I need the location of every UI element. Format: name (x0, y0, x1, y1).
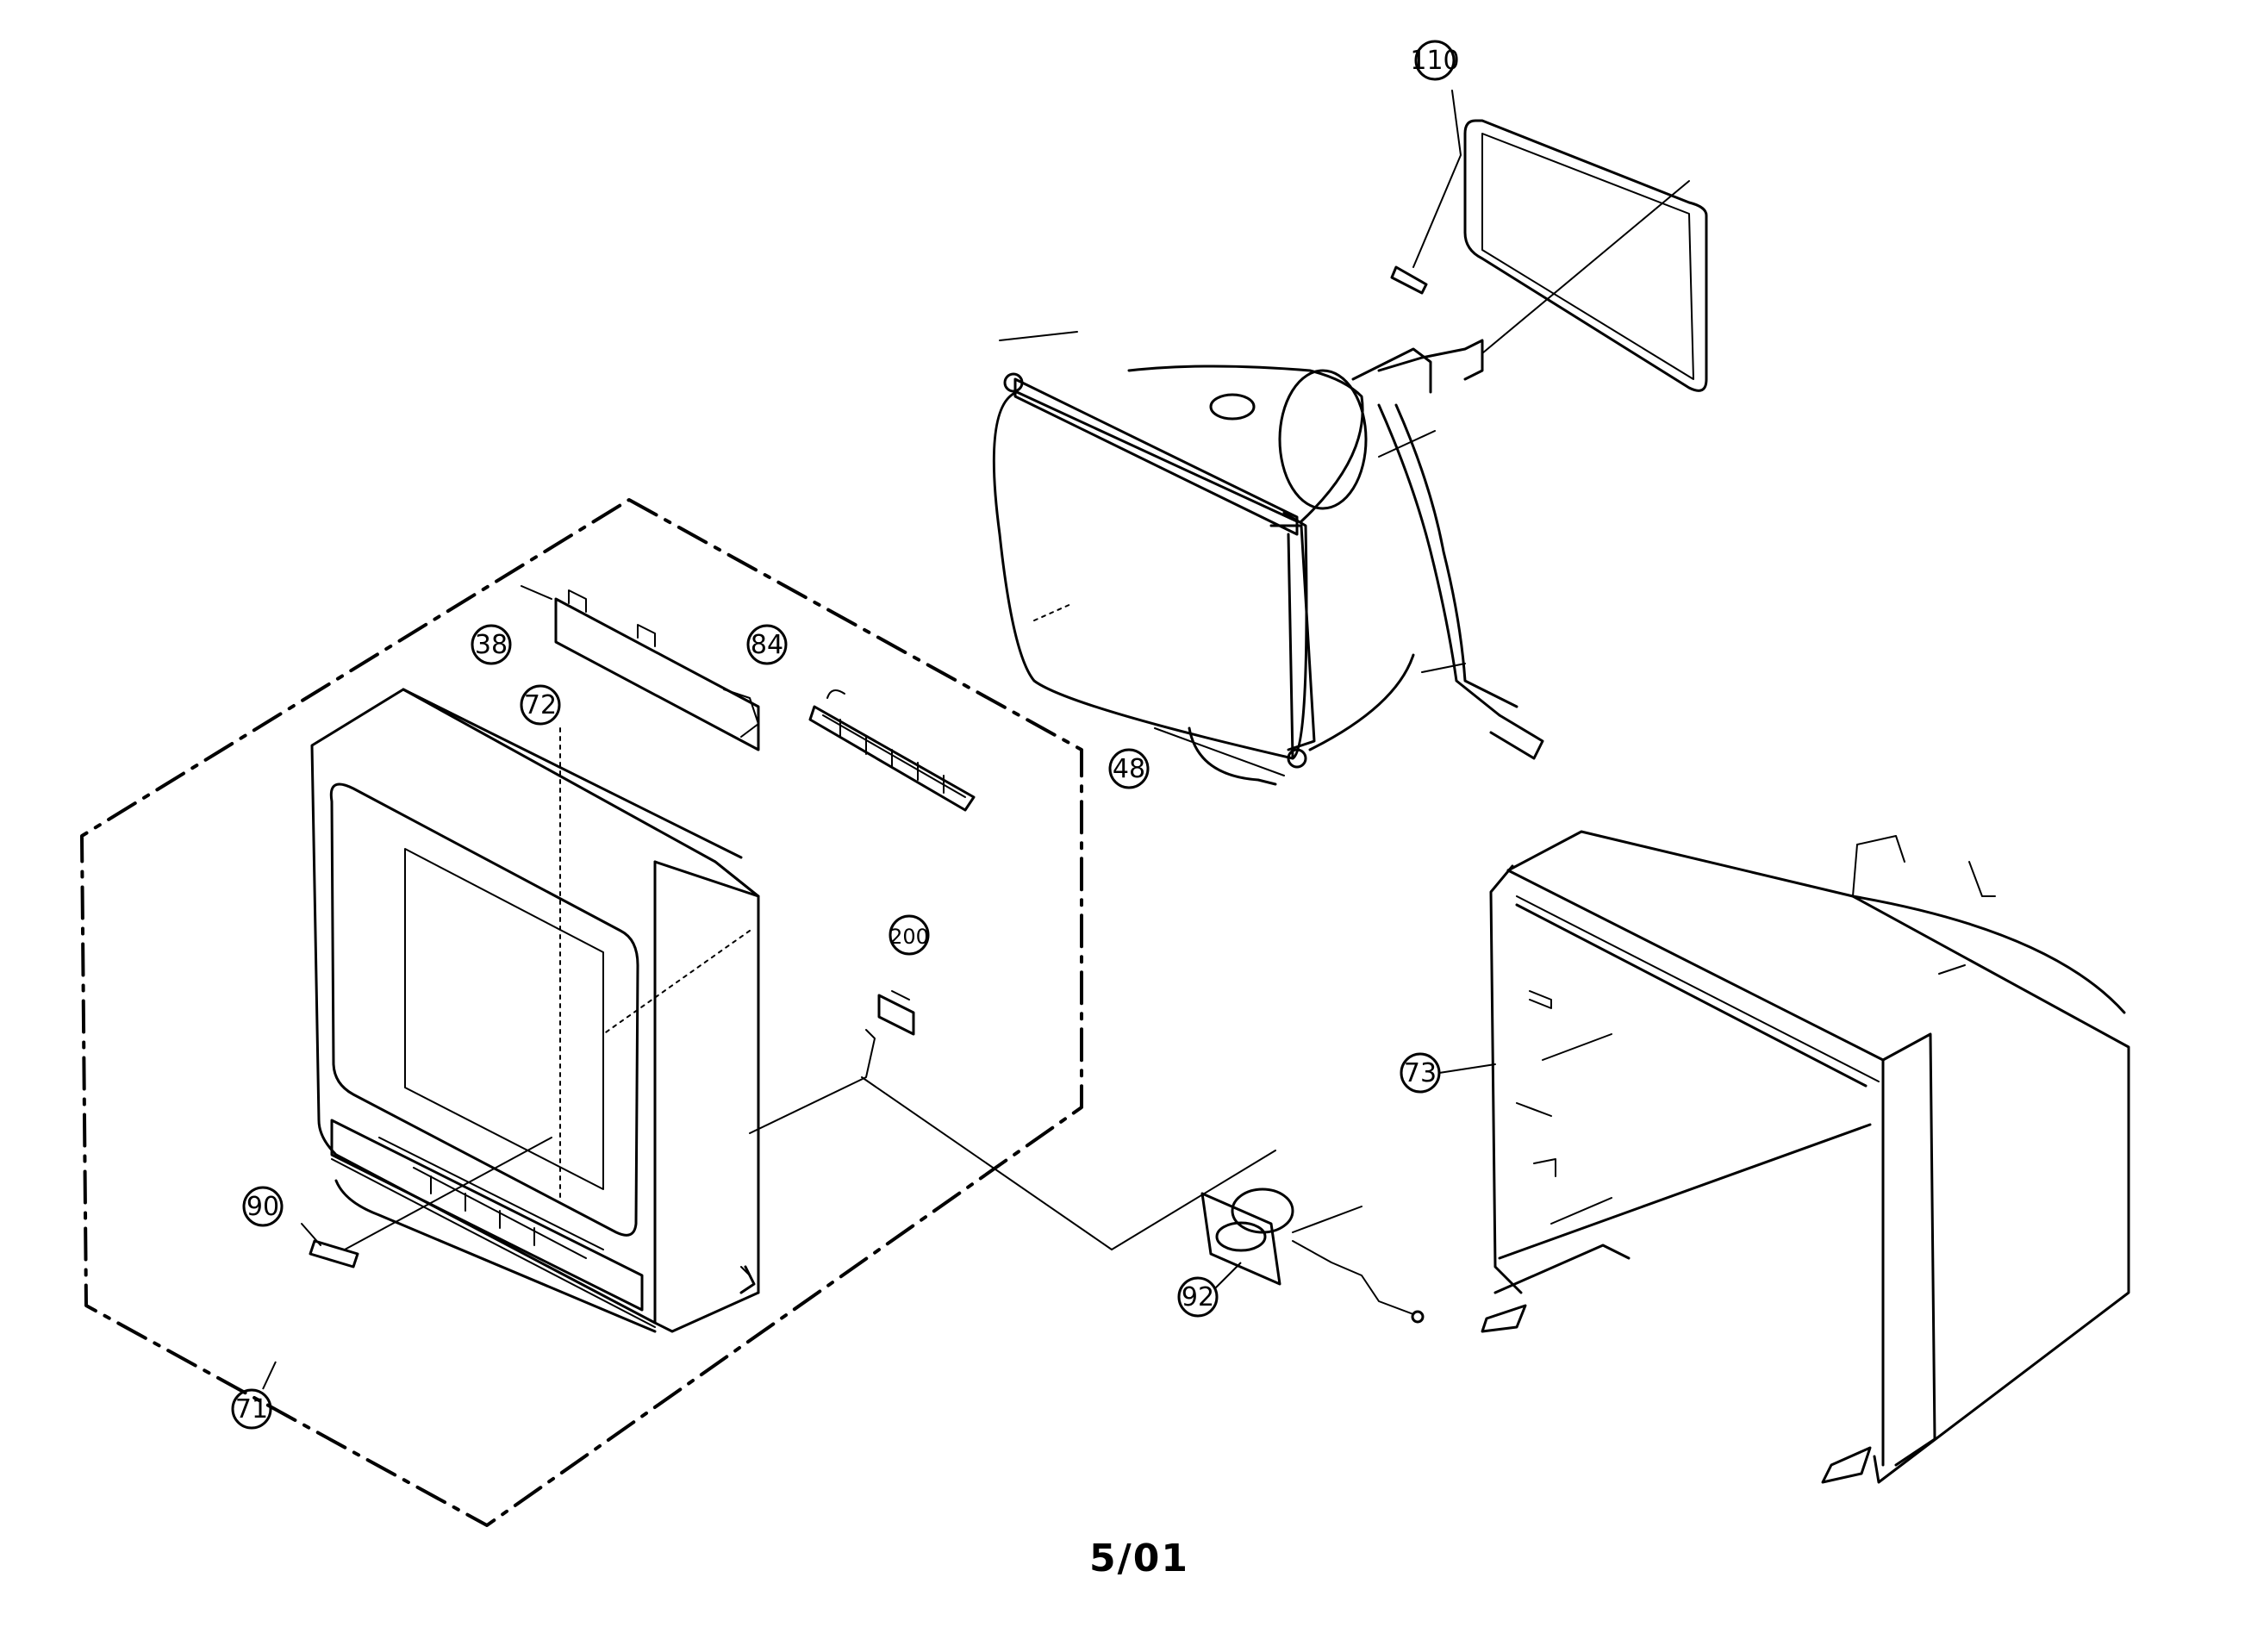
callout-71: 71 (231, 1361, 277, 1430)
svg-text:110: 110 (1410, 46, 1459, 76)
callout-48: 48 (1108, 748, 1150, 789)
svg-text:92: 92 (1182, 1282, 1214, 1312)
callout-38: 38 (471, 624, 512, 665)
dash-dot-assembly-boundary (80, 498, 1083, 1527)
callout-110: 110 (1410, 40, 1460, 81)
callout-200: 200 (889, 914, 930, 956)
callout-73: 73 (1400, 1052, 1441, 1094)
page-date-label: 5/01 (1089, 1537, 1189, 1580)
svg-text:71: 71 (235, 1394, 268, 1424)
badge-90 (301, 1137, 552, 1269)
crt-picture-tube-48 (992, 180, 1690, 786)
bracket-72 (521, 585, 760, 1199)
control-board-84 (602, 689, 976, 1035)
svg-text:73: 73 (1404, 1058, 1437, 1088)
callout-72: 72 (520, 684, 561, 726)
connector-200 (749, 990, 915, 1134)
svg-text:84: 84 (751, 630, 783, 660)
svg-text:200: 200 (889, 925, 929, 949)
svg-text:38: 38 (475, 630, 508, 660)
callout-90: 90 (242, 1186, 284, 1227)
callout-84: 84 (746, 624, 788, 665)
callout-92: 92 (1177, 1262, 1242, 1318)
rear-cabinet-73 (1438, 830, 2130, 1484)
svg-text:72: 72 (524, 690, 557, 720)
svg-text:90: 90 (246, 1192, 279, 1222)
front-cabinet (310, 688, 760, 1333)
speaker-92 (861, 1076, 1425, 1324)
degaussing-coil-110 (1390, 90, 1708, 392)
svg-text:48: 48 (1113, 754, 1145, 784)
